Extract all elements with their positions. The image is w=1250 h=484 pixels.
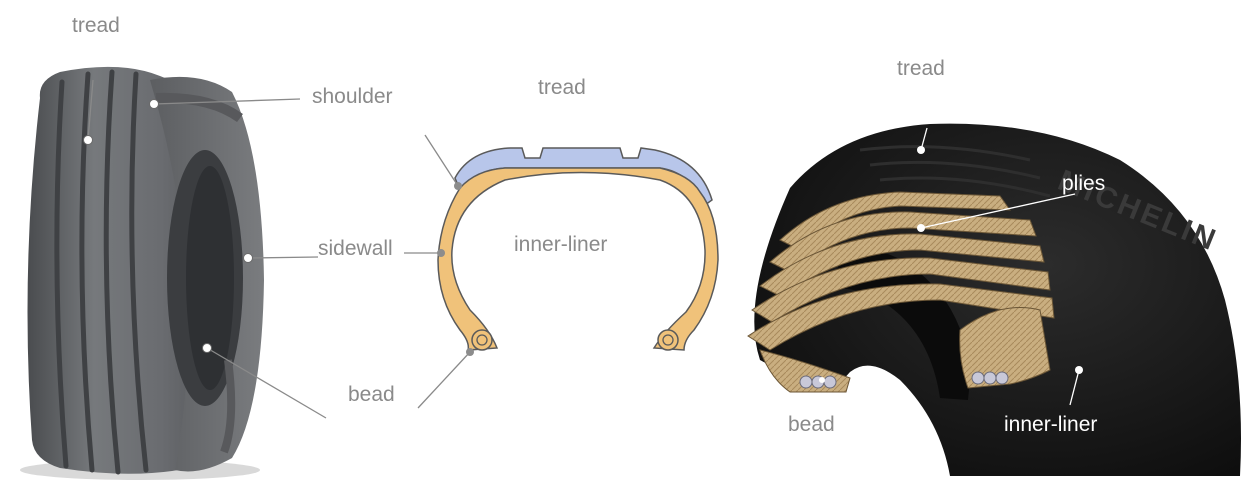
left-shoulder-label: shoulder [312, 86, 393, 107]
middle-tread-label: tread [538, 77, 586, 98]
right-tread-label: tread [897, 58, 945, 79]
cutaway-tread-dot [917, 146, 925, 154]
cutaway-plies-dot [917, 224, 925, 232]
cutaway-inner-liner-dot [1075, 366, 1083, 374]
tread-callout-dot [84, 136, 93, 145]
left-sidewall-label: sidewall [318, 238, 393, 259]
shoulder-callout-dot [150, 100, 159, 109]
right-plies-label: plies [1062, 173, 1105, 194]
left-bead-wire [472, 330, 492, 350]
bead-callout-dot [203, 344, 212, 353]
left-tread-label: tread [72, 15, 120, 36]
right-bead-label: bead [788, 414, 835, 435]
sidewall-callout-dot [244, 254, 253, 263]
right-inner-liner-label: inner-liner [1004, 414, 1097, 435]
section-bead-dot [466, 348, 474, 356]
middle-inner-liner-label: inner-liner [514, 234, 607, 255]
carcass-ply [438, 168, 718, 350]
section-tread-dot [454, 182, 462, 190]
cutaway-bead-dot [819, 377, 825, 383]
section-sidewall-dot [437, 249, 445, 257]
left-tire-image [20, 67, 264, 480]
left-bead-label: bead [348, 384, 395, 405]
right-bead-wire [658, 330, 678, 350]
